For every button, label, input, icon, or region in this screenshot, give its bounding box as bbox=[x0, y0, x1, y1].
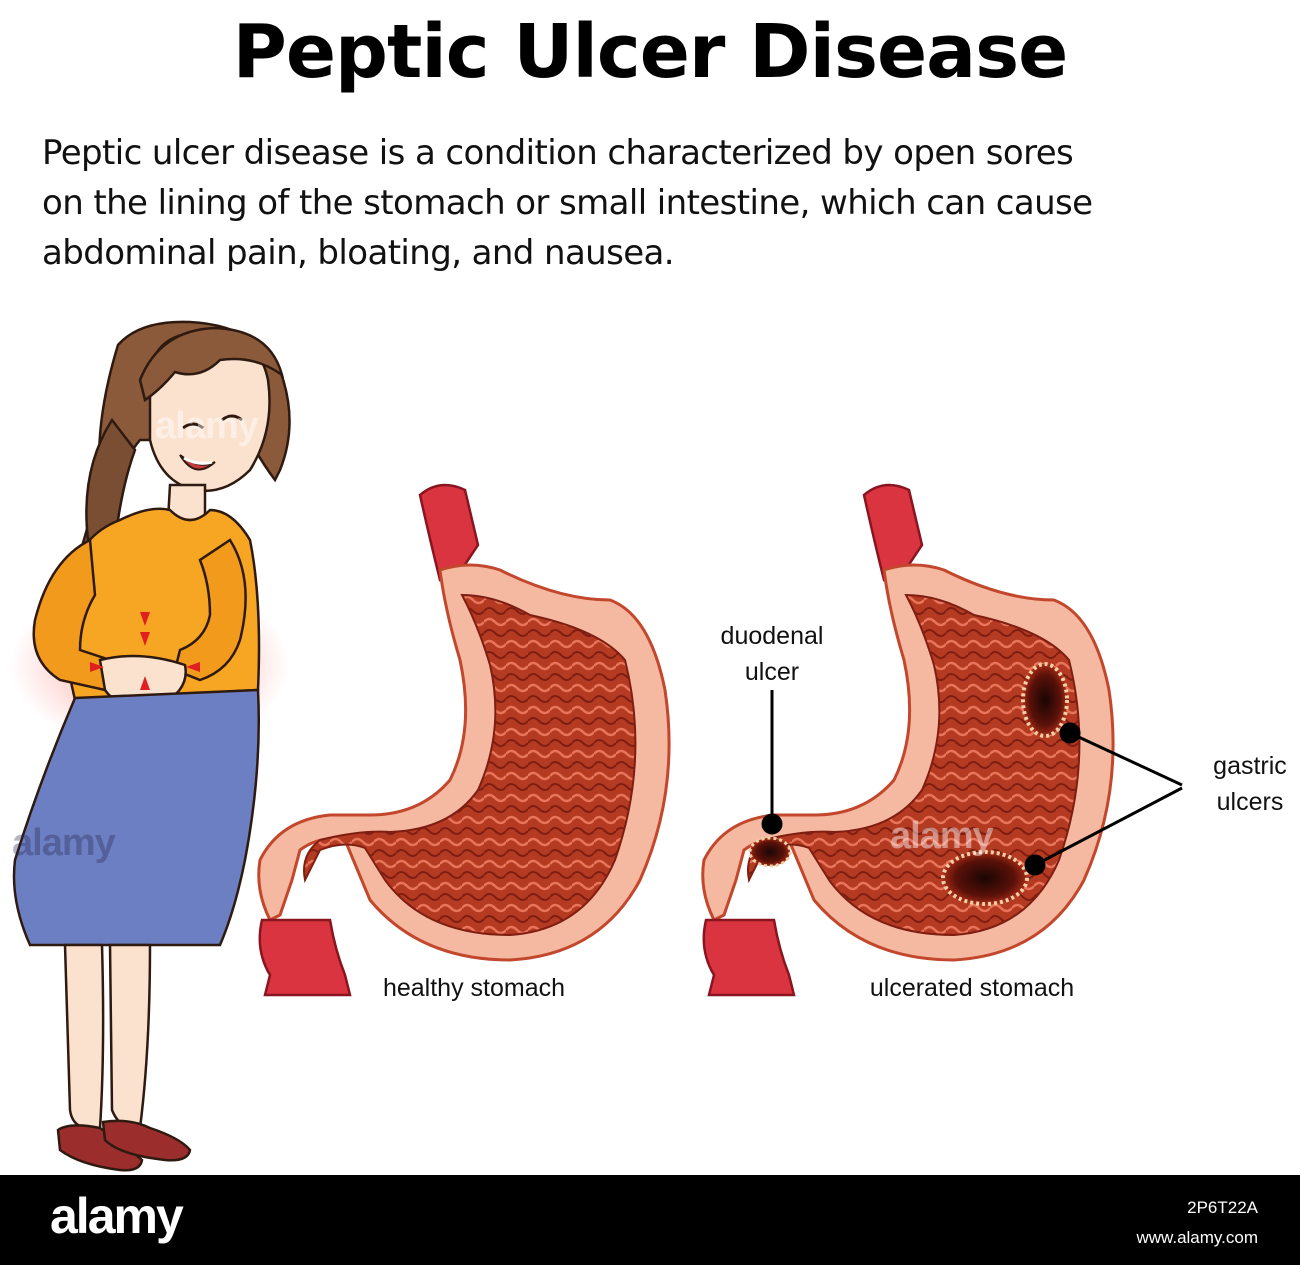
gastric-ulcer-upper bbox=[1021, 662, 1069, 738]
illustration bbox=[10, 320, 1183, 1172]
gastric-ulcers-label: gastric ulcers bbox=[1200, 748, 1300, 820]
label-pointers bbox=[761, 690, 1183, 876]
description: Peptic ulcer disease is a condition char… bbox=[42, 128, 1282, 278]
ulcerated-stomach-label: ulcerated stomach bbox=[869, 974, 1075, 1002]
image-id: 2P6T22A bbox=[1187, 1198, 1258, 1217]
description-line: on the lining of the stomach or small in… bbox=[42, 183, 1093, 223]
watermark: alamy bbox=[155, 405, 259, 447]
watermark: alamy bbox=[12, 822, 116, 864]
gastric-ulcer-lower bbox=[941, 850, 1029, 906]
footer-bar: alamy 2P6T22A www.alamy.com bbox=[0, 1175, 1300, 1265]
healthy-stomach-label: healthy stomach bbox=[382, 974, 566, 1002]
description-line: abdominal pain, bloating, and nausea. bbox=[42, 233, 675, 273]
page-title: Peptic Ulcer Disease bbox=[232, 9, 1069, 95]
ulcerated-stomach-diagram bbox=[701, 483, 1115, 997]
duodenal-ulcer-spot bbox=[748, 836, 792, 868]
woman-figure bbox=[10, 320, 291, 1172]
site-link[interactable]: www.alamy.com bbox=[1136, 1228, 1258, 1247]
duodenal-ulcer-label-line: duodenal bbox=[720, 622, 824, 650]
footer-logo: alamy bbox=[50, 1188, 184, 1244]
healthy-stomach-diagram bbox=[257, 483, 671, 997]
footer-credit: 2P6T22A www.alamy.com bbox=[1136, 1193, 1258, 1253]
description-line: Peptic ulcer disease is a condition char… bbox=[42, 133, 1074, 173]
gastric-ulcers-label-line: gastric bbox=[1213, 752, 1287, 780]
gastric-ulcers-label-line: ulcers bbox=[1216, 788, 1284, 816]
duodenal-ulcer-label: duodenal ulcer bbox=[700, 618, 844, 690]
duodenal-ulcer-label-line: ulcer bbox=[744, 658, 800, 686]
watermark: alamy bbox=[890, 815, 994, 857]
